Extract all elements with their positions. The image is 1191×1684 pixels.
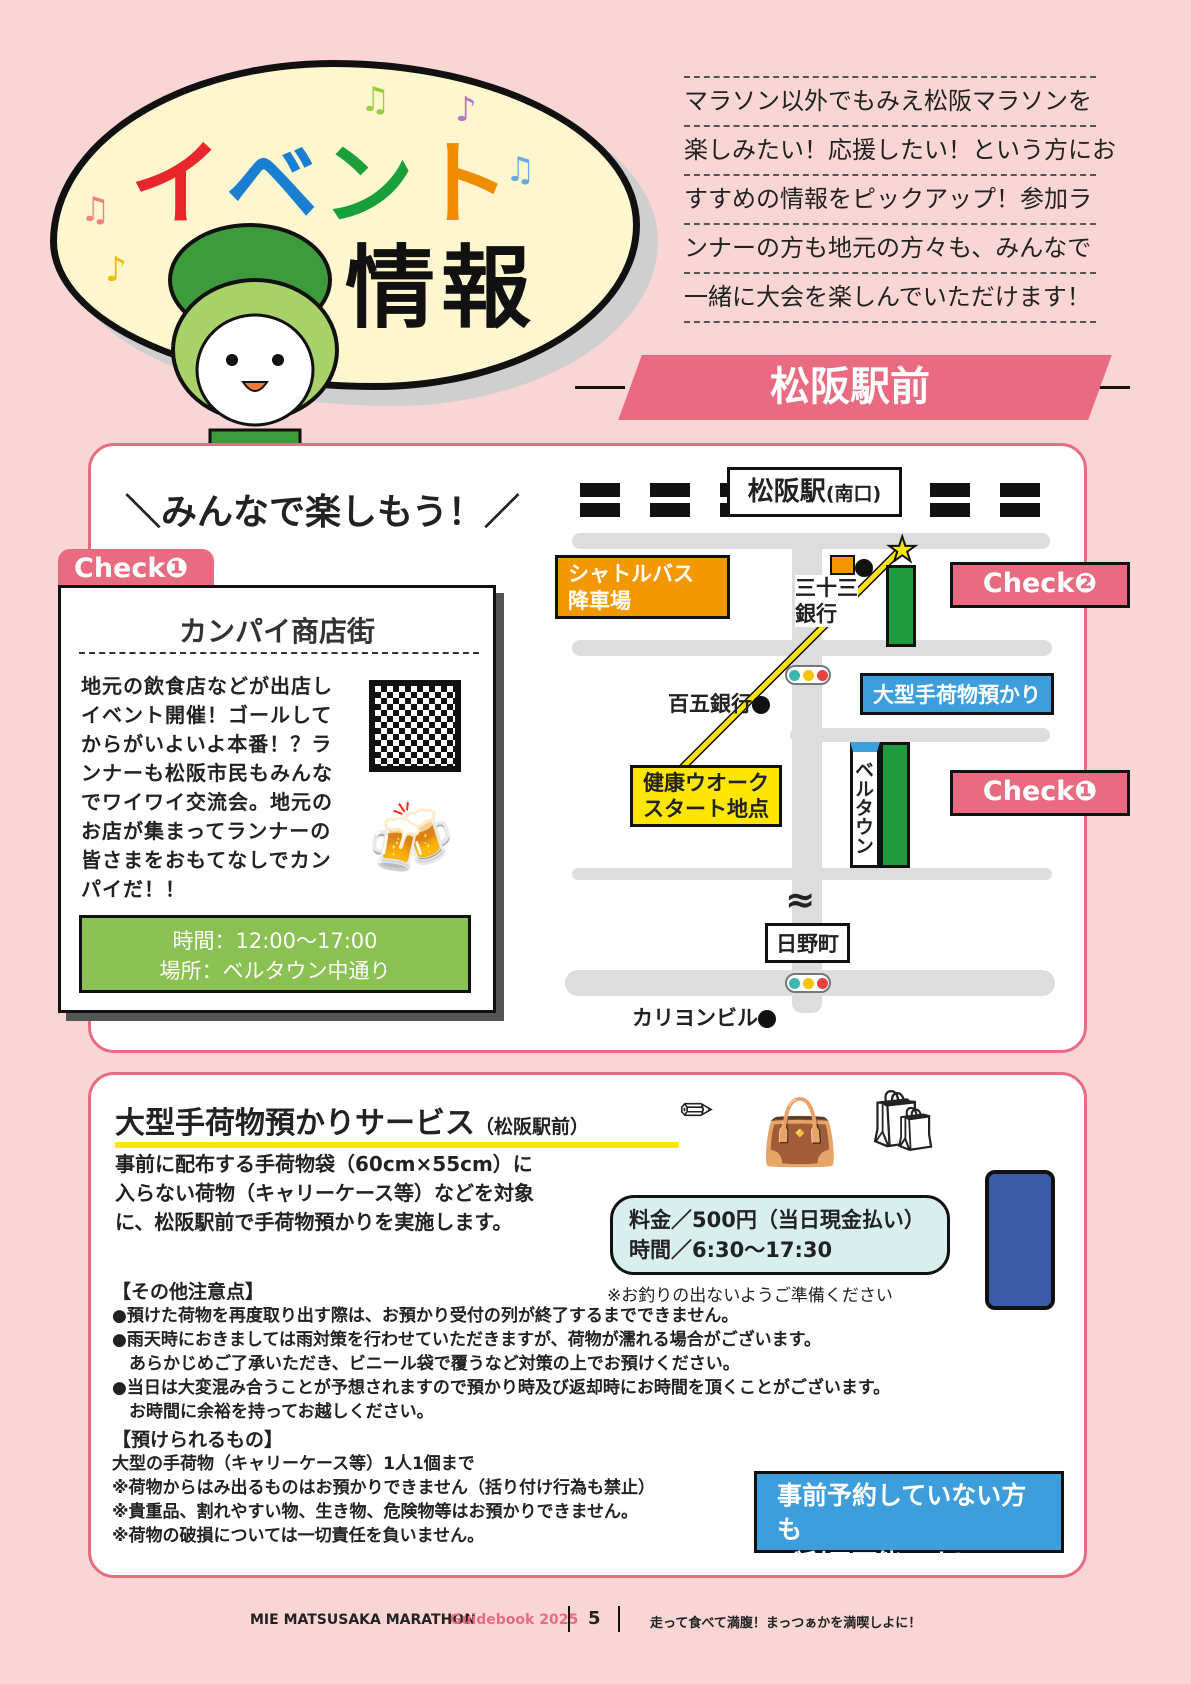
intro-line: マラソン以外でもみえ松阪マラソンを	[684, 76, 1096, 125]
shopping-bag-icon: 🛍	[865, 1086, 942, 1156]
divider	[79, 652, 479, 654]
footer-brand: MIE MATSUSAKA MARATHON	[250, 1612, 476, 1628]
note-item: あらかじめご了承いただき、ビニール袋で覆うなど対策の上でお預けください。	[112, 1354, 740, 1374]
divider	[575, 386, 625, 389]
note-item: ●預けた荷物を再度取り出す際は、お預かり受付の列が終了するまでできません。	[112, 1306, 739, 1326]
accepted-heading: 【預けられるもの】	[112, 1429, 284, 1451]
notes-heading: 【その他注意点】	[112, 1281, 265, 1303]
footer-guidebook: Guidebook 2025	[450, 1612, 579, 1628]
intro-line: すすめの情報をピックアップ！参加ラ	[684, 174, 1096, 223]
accepted-item: ※荷物の破損については一切責任を負いません。	[112, 1526, 485, 1546]
suitcase-icon	[985, 1170, 1055, 1310]
bus-stop-marker	[830, 555, 855, 575]
check-label: Check❶	[58, 549, 215, 588]
intro-text: マラソン以外でもみえ松阪マラソンを 楽しみたい！応援したい！という方にお すすめ…	[684, 76, 1116, 323]
music-note-icon: ♪	[105, 250, 127, 290]
event-time-place: 時間：12:00〜17:00 場所：ベルタウン中通り	[79, 915, 471, 993]
divider	[618, 1606, 620, 1632]
section-banner: 松阪駅前	[770, 364, 930, 410]
station-label: 松阪駅(南口)	[727, 467, 902, 517]
check-tab: Check❶	[58, 549, 215, 588]
music-note-icon: ♫	[80, 190, 111, 230]
note-item: ●当日は大変混み合うことが予想されますので預かり時及び返却時にお時間を頂くことが…	[112, 1378, 891, 1398]
star-icon: ★	[886, 529, 919, 571]
mascot-illustration	[160, 210, 340, 482]
desc-line: 事前に配布する手荷物袋（60cm×55cm）に	[115, 1152, 533, 1176]
shuttle-bus-label: シャトルバス 降車場	[555, 555, 730, 619]
fee-note: ※お釣りの出ないようご準備ください	[607, 1286, 893, 1306]
accepted-item: 大型の手荷物（キャリーケース等）1人1個まで	[112, 1454, 475, 1474]
divider	[568, 1606, 570, 1632]
river-icon: ≈	[785, 880, 816, 921]
title-info: 情報	[345, 236, 537, 341]
bank-label: 百五銀行	[668, 688, 770, 718]
note-item: ●雨天時におきましては雨対策を行わせていただきますが、荷物が濡れる場合がございま…	[112, 1330, 821, 1350]
footer-tagline: 走って食べて満腹！まっつぁかを満喫しよに！	[650, 1616, 922, 1631]
card-body: 地元の飲食店などが出店しイベント開催！ゴールしてからがいよいよ本番！？ランナーも…	[81, 674, 333, 901]
intro-line: 一緒に大会を楽しんでいただけます！	[684, 272, 1096, 323]
event-time: 時間：12:00〜17:00	[172, 929, 378, 953]
building	[886, 565, 916, 647]
accepted-item: ※貴重品、割れやすい物、生き物、危険物等はお預かりできません。	[112, 1502, 639, 1522]
music-note-icon: ♫	[360, 80, 391, 120]
music-note-icon: ♫	[505, 150, 536, 190]
accepted-item: ※荷物からはみ出るものはお預かりできません（括り付け行為も禁止）	[112, 1478, 656, 1498]
traffic-signal-icon	[785, 665, 831, 685]
walk-route-line	[677, 547, 903, 773]
pencil-icon: ✏	[680, 1088, 714, 1134]
music-note-icon: ♪	[455, 90, 477, 130]
walk-start-label: 健康ウオーク スタート地点	[630, 765, 782, 827]
check1-label: Check❶	[950, 770, 1130, 816]
notes: 【その他注意点】 ●預けた荷物を再度取り出す際は、お預かり受付の列が終了するまで…	[112, 1280, 890, 1548]
hino-label: 日野町	[765, 923, 850, 963]
station-map: 松阪駅(南口) ★ シャトルバス 降車場 三十三 銀行 Check❷ 百五銀行 …	[555, 465, 1130, 1035]
note-item: お時間に余裕を持ってお越しください。	[112, 1402, 434, 1422]
bank-label: 三十三 銀行	[795, 575, 858, 627]
qr-code[interactable]	[369, 680, 461, 772]
no-reservation-line: ご利用可能です！	[777, 1549, 978, 1578]
fee: 料金／500円（当日現金払い）	[629, 1208, 925, 1232]
desc-line: 入らない荷物（キャリーケース等）などを対象	[115, 1181, 534, 1205]
intro-line: ンナーの方も地元の方々も、みんなで	[684, 223, 1096, 272]
bag-icon: 👜	[760, 1096, 840, 1170]
page-number: 5	[588, 1608, 601, 1629]
baggage-label: 大型手荷物預かり	[860, 673, 1054, 715]
fee-box: 料金／500円（当日現金払い） 時間／6:30〜17:30	[610, 1195, 950, 1275]
baggage-description: 事前に配布する手荷物袋（60cm×55cm）に 入らない荷物（キャリーケース等）…	[115, 1150, 534, 1237]
card-title: カンパイ商店街	[178, 615, 375, 648]
title-event: イベント	[130, 131, 515, 238]
intro-line: 楽しみたい！応援したい！という方にお	[684, 125, 1116, 174]
baggage-title: 大型手荷物預かりサービス（松阪駅前）	[115, 1098, 680, 1148]
no-reservation-line: 事前予約していない方も	[777, 1481, 1027, 1544]
traffic-signal-icon	[785, 973, 831, 993]
kariyon-label: カリヨンビル	[632, 1002, 776, 1032]
bank-marker	[855, 557, 873, 577]
event-heading: ＼みんなで楽しもう！／	[125, 492, 520, 533]
title-bubble	[50, 60, 640, 390]
road	[790, 728, 1050, 742]
kanpai-card: カンパイ商店街 地元の飲食店などが出店しイベント開催！ゴールしてからがいよいよ本…	[58, 585, 496, 1013]
building	[880, 742, 910, 868]
belltown-label: ベルタウン	[850, 742, 880, 868]
desc-line: に、松阪駅前で手荷物預かりを実施します。	[115, 1210, 513, 1234]
no-reservation-box: 事前予約していない方も ご利用可能です！	[754, 1471, 1064, 1578]
hours: 時間／6:30〜17:30	[629, 1238, 833, 1262]
check2-label: Check❷	[950, 562, 1130, 608]
beer-mugs-icon: 🍻	[367, 798, 455, 880]
event-place: 場所：ベルタウン中通り	[159, 959, 391, 983]
